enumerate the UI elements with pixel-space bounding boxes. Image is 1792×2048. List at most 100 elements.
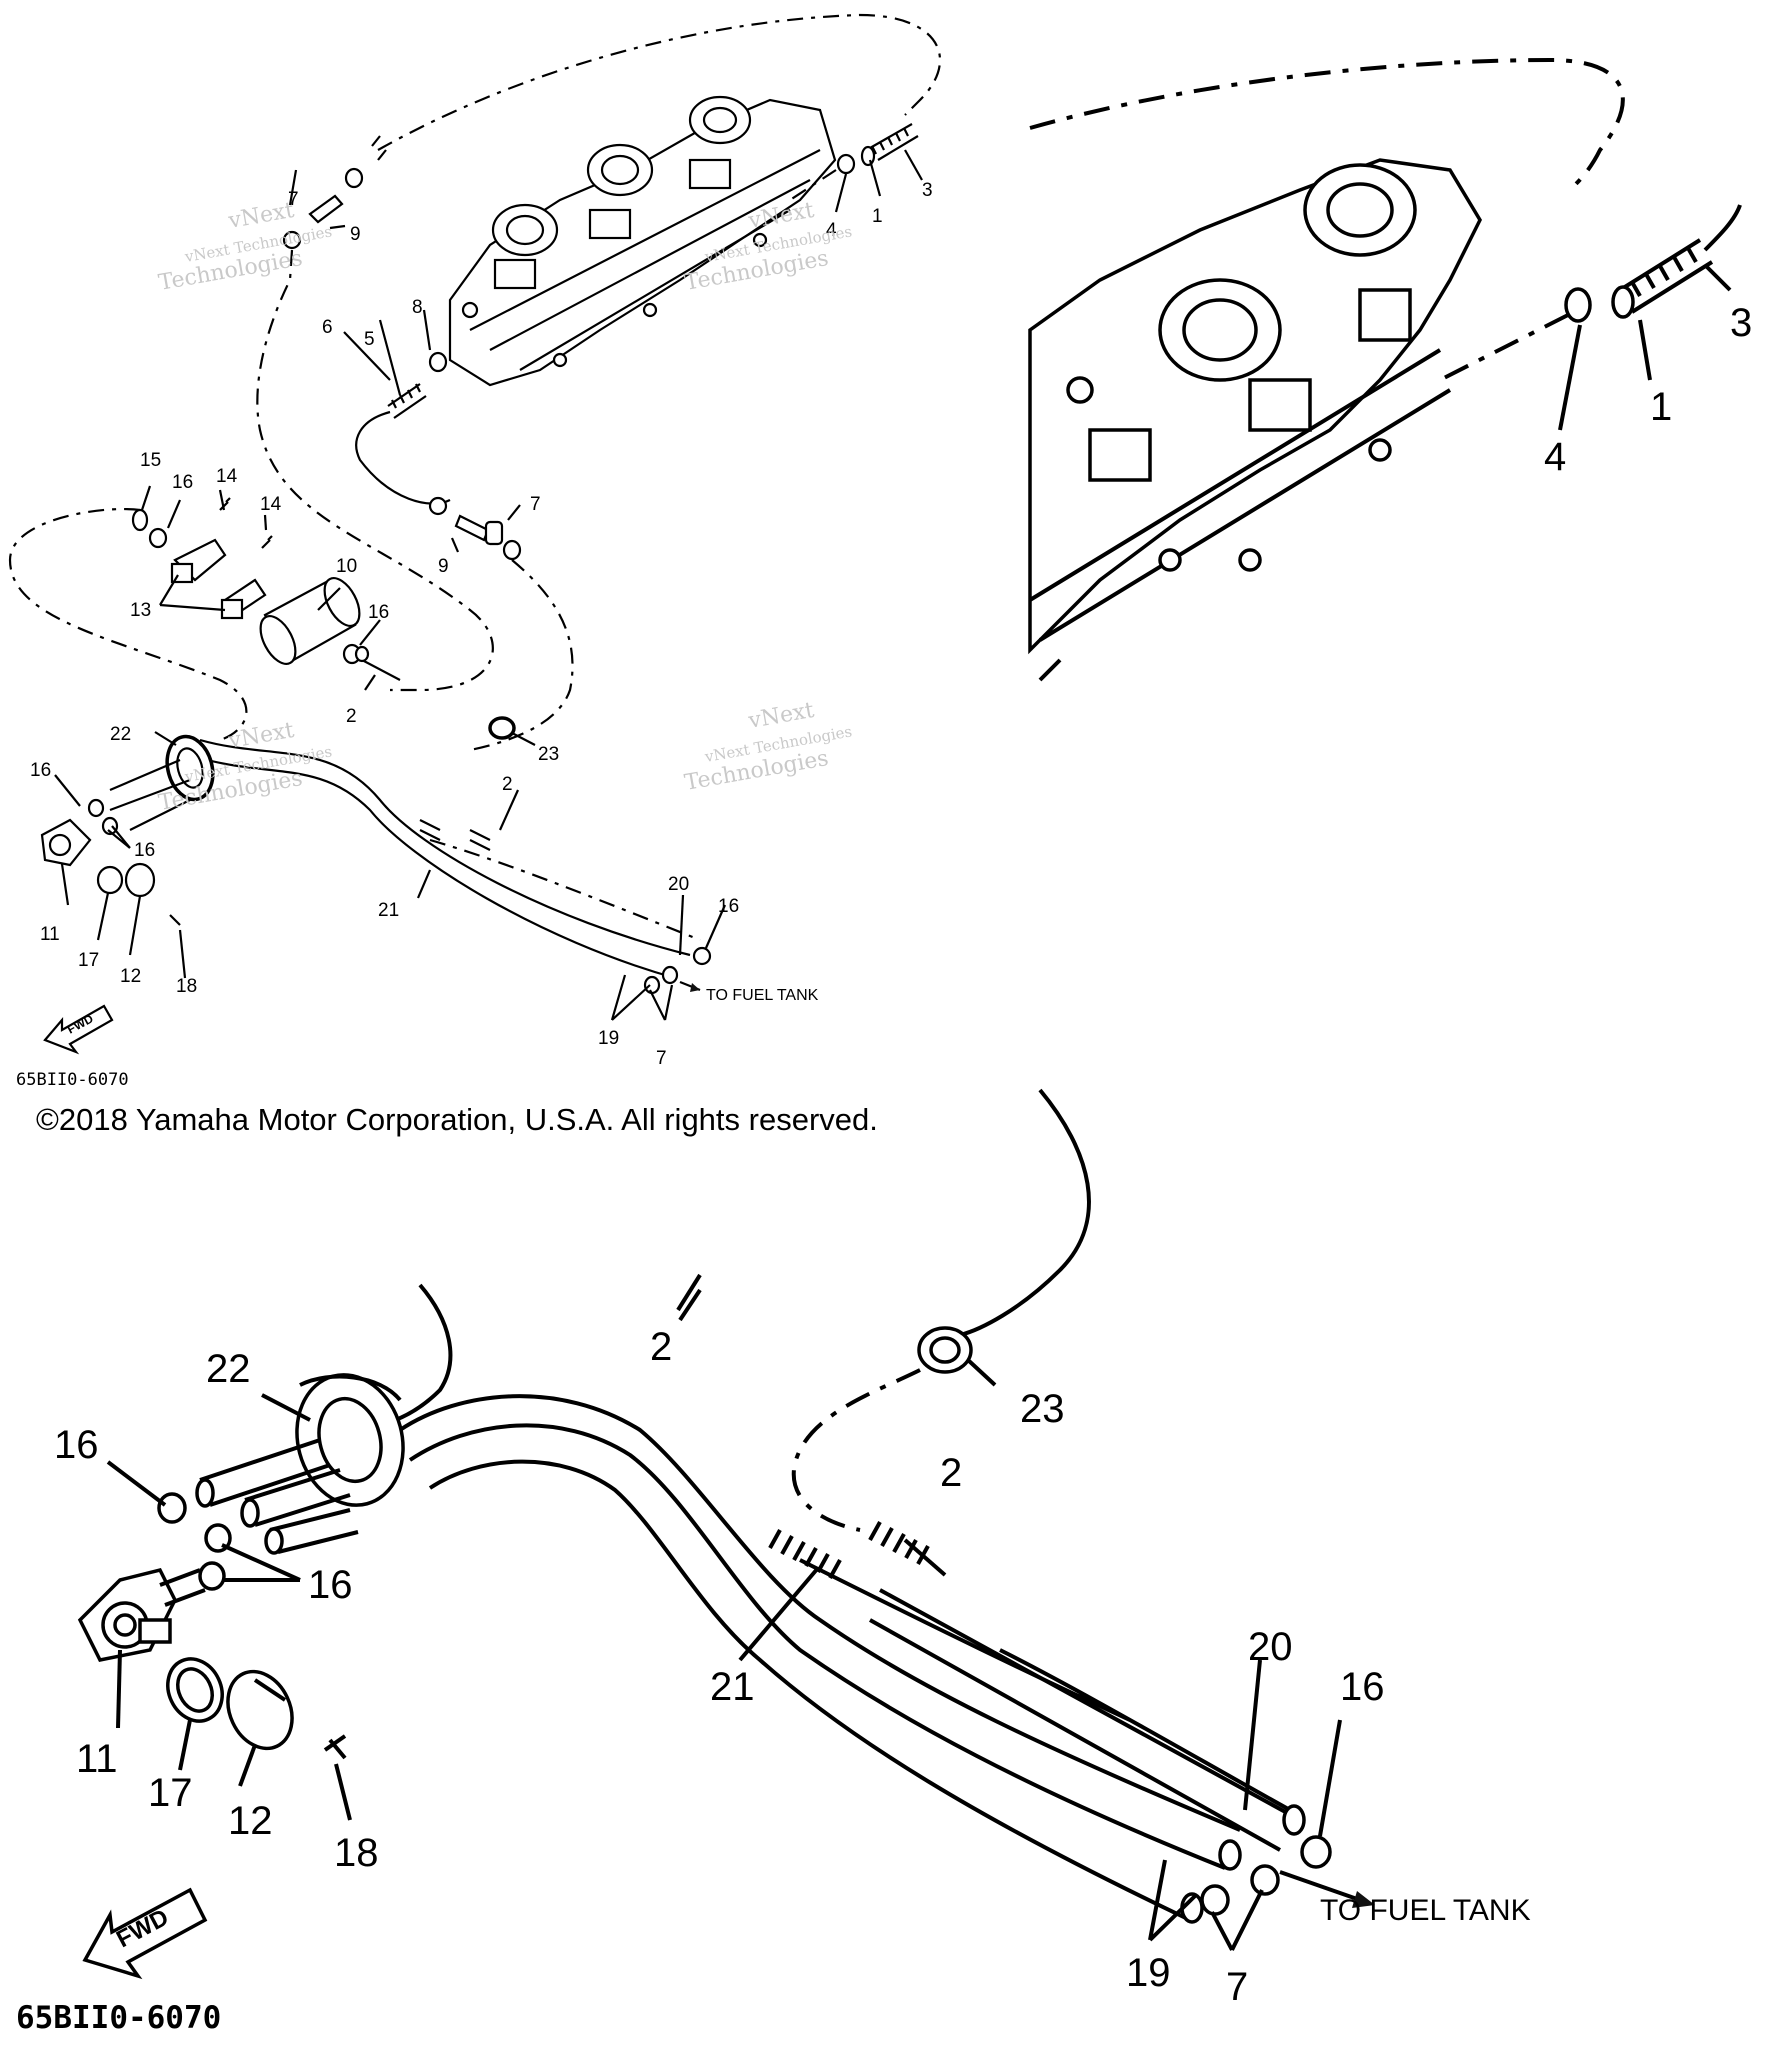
overview-part-16-clip-e — [692, 946, 712, 966]
zoom-callout-20: 20 — [1248, 1625, 1293, 1669]
copyright-notice: ©2018 Yamaha Motor Corporation, U.S.A. A… — [36, 1102, 878, 1137]
overview-part-16-clip-d — [354, 645, 370, 663]
overview-callout-16-b: 16 — [368, 602, 389, 623]
overview-part-17-ring — [96, 865, 124, 895]
overview-part-4-clip — [836, 153, 856, 175]
zoom-part-3-spring — [1611, 204, 1742, 319]
zoom-part-16-clip-a — [157, 1492, 187, 1524]
zoom-callout-16-right: 16 — [1340, 1665, 1385, 1709]
zoom-to-fuel-tank: TO FUEL TANK — [1320, 1894, 1531, 1927]
overview-part-9-fitting-lower — [428, 496, 574, 752]
overview-callout-3: 3 — [922, 180, 933, 201]
zoom-fuel-cock-detail: FWD 22 16 16 11 17 12 18 — [54, 1088, 1531, 2009]
overview-part-23-grommet — [488, 716, 516, 740]
zoom-carburetor-body — [1028, 158, 1482, 682]
overview-part-9-fitting-upper — [256, 167, 494, 692]
zoom-hose-upper-right — [959, 1088, 1091, 1337]
overview-callout-9-mid: 9 — [438, 556, 449, 577]
diagram-code-large: 65BII0-6070 — [16, 2000, 222, 2036]
zoom-to-fuel-arrow — [1279, 1870, 1361, 1902]
overview-diagram: FWD — [8, 13, 941, 1069]
overview-part-16-clip-c — [101, 816, 119, 836]
zoom-callout-1: 1 — [1650, 385, 1672, 429]
overview-callout-7-top: 7 — [288, 189, 299, 210]
zoom-part-18-screw — [323, 1734, 347, 1760]
zoom-callout-23: 23 — [1020, 1387, 1065, 1431]
overview-callout-2-left: 2 — [346, 706, 357, 727]
zoom-callout-17: 17 — [148, 1771, 193, 1815]
overview-to-fuel-tank: TO FUEL TANK — [706, 987, 819, 1004]
overview-part-3-spring — [860, 123, 919, 167]
overview-callout-13: 13 — [130, 600, 151, 621]
overview-callout-6: 6 — [322, 317, 333, 338]
overview-callout-9-top: 9 — [350, 224, 361, 245]
zoom-part-16-clip-d — [1300, 1835, 1332, 1869]
overview-part-12-knob — [124, 862, 156, 898]
overview-part-5-spring — [355, 383, 451, 505]
zoom-part-16-clip-c — [198, 1561, 226, 1591]
overview-part-11-fuel-cock — [40, 818, 92, 867]
zoom-bottom-leader-lines — [106, 1273, 1342, 1951]
overview-callout-19: 19 — [598, 1028, 619, 1049]
zoom-callout-16-left: 16 — [54, 1423, 99, 1467]
overview-hose-top — [377, 13, 941, 151]
zoom-leader-lines — [1558, 263, 1732, 431]
overview-callout-16-c: 16 — [30, 760, 51, 781]
overview-callout-17: 17 — [78, 950, 99, 971]
zoom-main-hoses — [398, 1394, 1306, 1924]
zoom-callout-18: 18 — [334, 1831, 379, 1875]
overview-part-18-screw — [169, 914, 181, 926]
zoom-part-12-knob — [226, 1669, 294, 1751]
diagram-code-small: 65BII0-6070 — [16, 1070, 129, 1090]
zoom-callout-16-mid: 16 — [308, 1563, 353, 1607]
zoom-part-4-clip — [1564, 287, 1592, 323]
zoom-hose-2-top — [678, 1288, 702, 1322]
overview-callout-14-a: 14 — [216, 466, 238, 487]
zoom-callout-12: 12 — [228, 1799, 273, 1843]
overview-callout-1: 1 — [872, 206, 883, 227]
overview-callout-2-right: 2 — [502, 774, 513, 795]
zoom-part-17-ring — [166, 1657, 224, 1723]
zoom-fuel-tubes-short — [195, 1438, 359, 1555]
overview-part-22-grommet — [109, 734, 215, 831]
overview-callout-11: 11 — [40, 924, 60, 945]
overview-callout-7-mid: 7 — [530, 494, 541, 515]
zoom-part-7-clip-a — [1250, 1864, 1280, 1896]
overview-part-15-hose-end — [131, 508, 149, 532]
zoom-callout-2-upper: 2 — [650, 1325, 672, 1369]
overview-callout-14-b: 14 — [260, 494, 282, 515]
overview-callout-20: 20 — [668, 874, 689, 895]
overview-fwd-arrow: FWD — [43, 1004, 114, 1055]
overview-callout-16-d: 16 — [134, 840, 155, 861]
watermark-9: vNext — [226, 718, 296, 754]
overview-callout-4: 4 — [826, 220, 837, 241]
watermark-3: vNext — [226, 198, 296, 234]
zoom-callout-19: 19 — [1126, 1951, 1171, 1995]
zoom-carburetor-detail: 1 3 4 — [1028, 57, 1752, 682]
zoom-callout-2-lower: 2 — [940, 1451, 962, 1495]
overview-callout-15: 15 — [140, 450, 161, 471]
zoom-callout-22: 22 — [206, 1347, 251, 1391]
overview-part-16-clip-b — [87, 798, 105, 818]
zoom-to-fuel-arrowhead — [1352, 1891, 1375, 1908]
overview-part-7-clip-a — [643, 975, 661, 995]
zoom-callout-21: 21 — [710, 1665, 755, 1709]
overview-callout-5: 5 — [364, 329, 375, 350]
zoom-leader-dash — [1439, 313, 1569, 382]
zoom-callouts: 1 3 4 — [1544, 301, 1752, 479]
overview-main-hoses — [199, 738, 701, 980]
zoom-callout-7: 7 — [1226, 1965, 1248, 2009]
overview-part-8-clip — [428, 351, 448, 373]
overview-part-7-clip-b — [661, 965, 679, 985]
overview-leader-dash-4 — [789, 169, 837, 201]
overview-carburetor-assembly — [448, 95, 837, 387]
zoom-part-22-grommet — [295, 1373, 405, 1507]
overview-part-16-clip-a — [148, 527, 168, 549]
overview-callout-10: 10 — [336, 556, 357, 577]
overview-callout-16-a: 16 — [172, 472, 193, 493]
zoom-hose-left-loop — [379, 1283, 453, 1427]
overview-part-10-fuel-filter — [259, 577, 401, 681]
overview-callout-16-e: 16 — [718, 896, 739, 917]
